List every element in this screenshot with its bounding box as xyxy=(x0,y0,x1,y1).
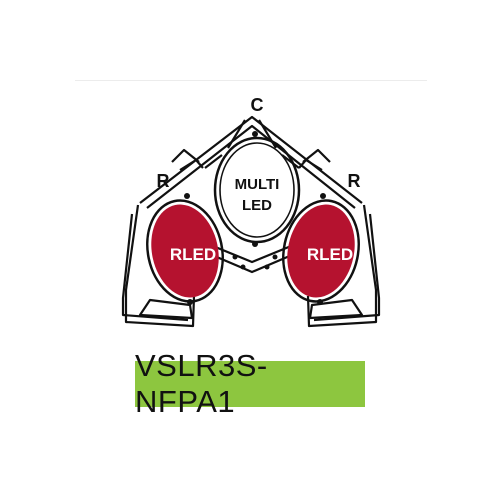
model-number-badge: VSLR3S-NFPA1 xyxy=(135,348,365,419)
left-position-label: R xyxy=(157,171,170,191)
left-lens-label: RLED xyxy=(170,245,216,264)
center-lens-label-line2: LED xyxy=(242,197,272,214)
right-position-label: R xyxy=(348,171,361,191)
center-position-label: C xyxy=(251,95,264,115)
right-rled-lens: RLED xyxy=(282,199,360,303)
fixture-housing xyxy=(121,115,381,328)
right-lens-label: RLED xyxy=(307,245,353,264)
divider-line xyxy=(75,80,427,81)
center-multi-led-lens: MULTI LED xyxy=(213,136,301,244)
center-lens-label-line1: MULTI xyxy=(235,176,280,193)
mounting-screws xyxy=(184,131,326,305)
left-rled-lens: RLED xyxy=(146,199,224,303)
